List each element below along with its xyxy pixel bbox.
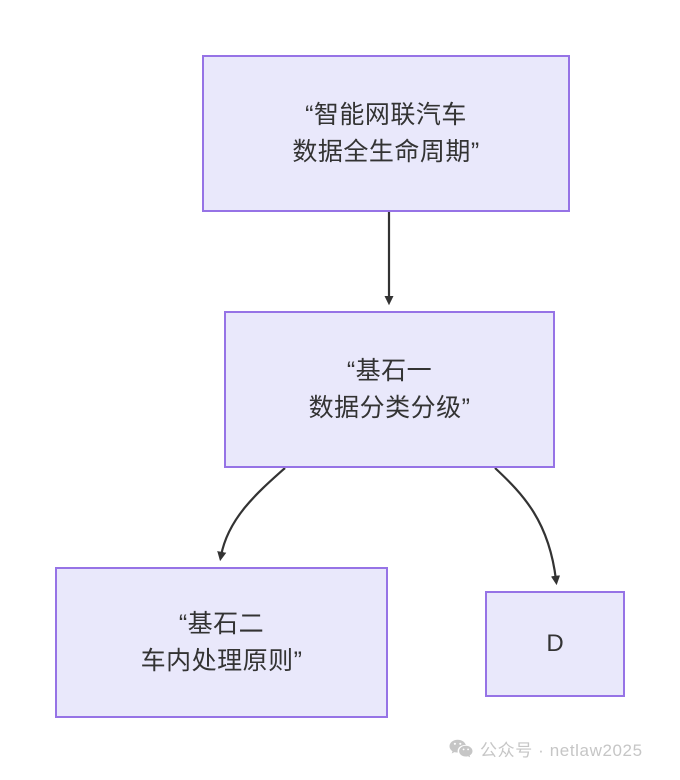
node-d-label: D — [546, 630, 564, 658]
node-root-line-2: 数据全生命周期” — [292, 137, 480, 166]
flowchart-node-root[interactable]: “智能网联汽车 数据全生命周期” — [202, 55, 570, 212]
edge-b-to-c — [217, 467, 286, 562]
node-c-line-2: 车内处理原则” — [140, 646, 303, 675]
flowchart-node-d[interactable]: D — [485, 591, 625, 697]
node-c-line-1: “基石二 — [178, 610, 265, 639]
watermark: 公众号 · netlaw2025 — [449, 736, 643, 761]
node-root-line-1: “智能网联汽车 — [305, 101, 467, 130]
edge-b-to-d — [494, 467, 561, 586]
node-b-line-1: “基石一 — [346, 357, 433, 386]
watermark-text: 公众号 · netlaw2025 — [480, 741, 643, 760]
flowchart-node-cornerstone-two[interactable]: “基石二 车内处理原则” — [55, 567, 388, 718]
node-b-line-2: 数据分类分级” — [308, 393, 471, 422]
wechat-icon — [449, 739, 473, 759]
flowchart-node-cornerstone-one[interactable]: “基石一 数据分类分级” — [224, 311, 555, 468]
